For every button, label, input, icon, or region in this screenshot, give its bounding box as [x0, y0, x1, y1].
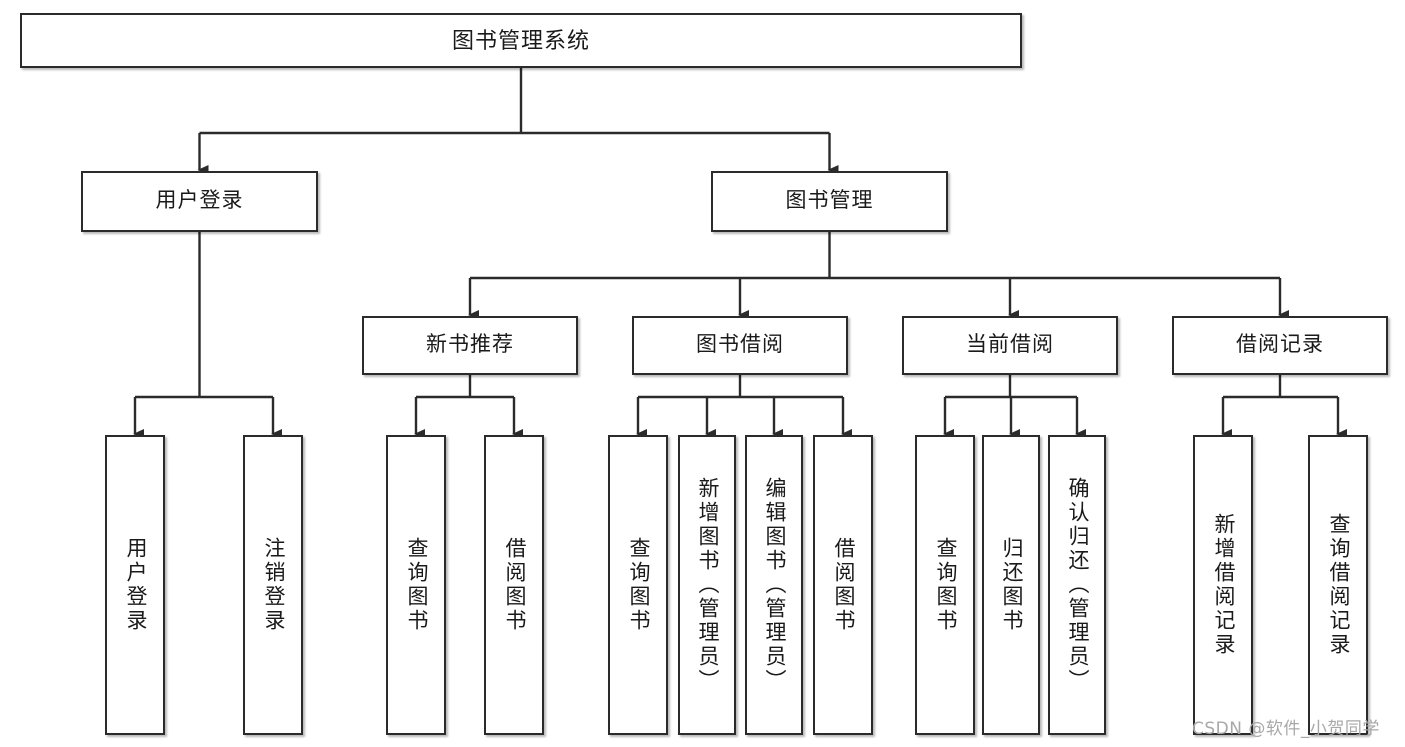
node-label-leaf-cb-confirm: 确认归还（管理员）	[1066, 477, 1090, 693]
node-label-user-login: 用户登录	[155, 189, 244, 213]
node-label-root: 图书管理系统	[451, 27, 590, 53]
node-leaf-user-login[interactable]: 用户登录	[105, 435, 165, 735]
node-label-book-manage: 图书管理	[785, 189, 874, 213]
node-label-leaf-br-add: 新增借阅记录	[1212, 513, 1236, 657]
node-borrow-record[interactable]: 借阅记录	[1172, 316, 1388, 375]
watermark-text: CSDN @软件_小贺同学	[1192, 719, 1380, 739]
node-leaf-nbr-borrow[interactable]: 借阅图书	[484, 435, 544, 735]
node-label-leaf-br-query: 查询借阅记录	[1327, 513, 1351, 657]
node-label-leaf-bb-query: 查询图书	[627, 537, 651, 633]
node-label-book-borrow: 图书借阅	[696, 333, 784, 357]
node-new-book-rec[interactable]: 新书推荐	[362, 316, 578, 375]
node-book-manage[interactable]: 图书管理	[711, 171, 948, 232]
node-label-leaf-bb-add: 新增图书（管理员）	[696, 477, 720, 693]
node-label-leaf-cb-return: 归还图书	[1000, 537, 1024, 633]
node-label-leaf-nbr-borrow: 借阅图书	[503, 537, 527, 633]
node-label-leaf-bb-edit: 编辑图书（管理员）	[763, 477, 787, 693]
node-leaf-bb-query[interactable]: 查询图书	[608, 435, 668, 735]
node-leaf-cb-query[interactable]: 查询图书	[915, 435, 975, 735]
node-label-leaf-cb-query: 查询图书	[934, 537, 958, 633]
node-leaf-cb-confirm[interactable]: 确认归还（管理员）	[1048, 435, 1106, 735]
node-root[interactable]: 图书管理系统	[20, 13, 1022, 68]
node-label-leaf-bb-lend: 借阅图书	[832, 537, 856, 633]
node-leaf-br-query[interactable]: 查询借阅记录	[1308, 435, 1368, 735]
node-current-borrow[interactable]: 当前借阅	[902, 316, 1118, 375]
node-book-borrow[interactable]: 图书借阅	[632, 316, 848, 375]
node-label-borrow-record: 借阅记录	[1236, 333, 1324, 357]
node-label-current-borrow: 当前借阅	[966, 333, 1054, 357]
node-leaf-user-logout[interactable]: 注销登录	[243, 435, 303, 735]
node-leaf-bb-add[interactable]: 新增图书（管理员）	[678, 435, 736, 735]
node-leaf-cb-return[interactable]: 归还图书	[982, 435, 1040, 735]
node-leaf-br-add[interactable]: 新增借阅记录	[1193, 435, 1253, 735]
node-label-leaf-user-logout: 注销登录	[262, 537, 286, 633]
node-leaf-bb-edit[interactable]: 编辑图书（管理员）	[745, 435, 803, 735]
node-label-leaf-nbr-query: 查询图书	[405, 537, 429, 633]
node-user-login[interactable]: 用户登录	[81, 171, 318, 232]
node-leaf-bb-lend[interactable]: 借阅图书	[813, 435, 873, 735]
node-label-leaf-user-login: 用户登录	[124, 537, 148, 633]
node-leaf-nbr-query[interactable]: 查询图书	[386, 435, 446, 735]
node-label-new-book-rec: 新书推荐	[426, 333, 514, 357]
